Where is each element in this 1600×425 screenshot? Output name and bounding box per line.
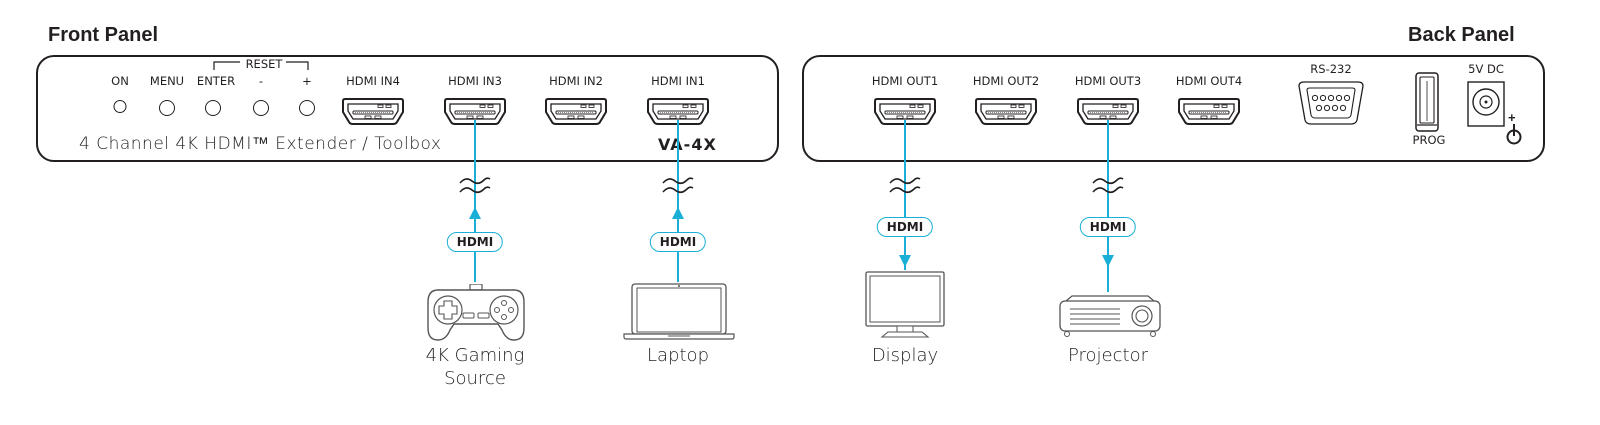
back-panel-title: Back Panel <box>1408 24 1515 46</box>
hdmi-in1-label: HDMI IN1 <box>651 74 705 88</box>
projector-icon <box>1059 295 1161 337</box>
display-icon <box>865 271 945 338</box>
power-polarity: + <box>1508 110 1516 125</box>
plus-label: + <box>302 74 312 88</box>
product-description: 4 Channel 4K HDMI™ Extender / Toolbox <box>79 134 442 154</box>
power-label: 5V DC <box>1468 62 1504 76</box>
hdmi-cable-label: HDMI <box>649 232 707 252</box>
db9-connector-icon <box>1298 81 1364 125</box>
hdmi-out1-label: HDMI OUT1 <box>871 74 939 88</box>
arrow-down-icon <box>899 255 911 267</box>
hdmi-cable-label: HDMI <box>446 232 504 252</box>
hdmi-cable-label: HDMI <box>876 217 934 237</box>
enter-button[interactable] <box>205 100 221 116</box>
cable-hdmi-out1 <box>904 120 906 270</box>
arrow-up-icon <box>672 207 684 219</box>
cable-break-icon <box>662 177 694 194</box>
cable-break-icon <box>1092 177 1124 194</box>
minus-label: - <box>258 74 264 88</box>
hdmi-out3-label: HDMI OUT3 <box>1074 74 1142 88</box>
hdmi-in3-label: HDMI IN3 <box>448 74 502 88</box>
arrow-up-icon <box>469 207 481 219</box>
on-led <box>113 100 127 113</box>
hdmi-out2-port[interactable] <box>974 98 1038 126</box>
gaming-source-label: 4K Gaming Source <box>426 344 525 390</box>
power-symbol-icon <box>1506 124 1522 145</box>
prog-label: PROG <box>1412 133 1446 147</box>
prog-usb-port[interactable] <box>1414 71 1440 133</box>
hdmi-out4-port[interactable] <box>1177 98 1241 126</box>
hdmi-in2-label: HDMI IN2 <box>549 74 603 88</box>
reset-bracket <box>213 61 309 70</box>
enter-label: ENTER <box>196 74 236 88</box>
laptop-label: Laptop <box>647 345 709 366</box>
projector-label: Projector <box>1068 345 1148 366</box>
display-label: Display <box>871 345 939 366</box>
hdmi-in4-label: HDMI IN4 <box>346 74 400 88</box>
menu-label: MENU <box>149 74 185 88</box>
minus-button[interactable] <box>253 100 269 116</box>
plus-button[interactable] <box>299 100 315 116</box>
cable-hdmi-in1 <box>677 120 679 282</box>
menu-button[interactable] <box>159 100 175 116</box>
cable-break-icon <box>889 177 921 194</box>
hdmi-out4-label: HDMI OUT4 <box>1175 74 1243 88</box>
on-label: ON <box>111 74 129 88</box>
gamepad-icon <box>427 284 525 341</box>
hdmi-out2-label: HDMI OUT2 <box>972 74 1040 88</box>
rs232-port[interactable] <box>1295 80 1367 126</box>
model-name: VA-4X <box>658 135 717 154</box>
cable-hdmi-in3 <box>474 120 476 282</box>
front-panel-title: Front Panel <box>48 24 159 46</box>
hdmi-in2-port[interactable] <box>544 98 608 126</box>
hdmi-cable-label: HDMI <box>1079 217 1137 237</box>
reset-label: RESET <box>245 57 283 71</box>
cable-break-icon <box>459 177 491 194</box>
device-label-line: 4K Gaming <box>425 345 525 366</box>
rs232-label: RS-232 <box>1310 62 1352 76</box>
dc-jack-icon <box>1467 81 1505 127</box>
cable-hdmi-out3 <box>1107 120 1109 292</box>
usb-port-icon <box>1415 72 1439 132</box>
hdmi-in4-port[interactable] <box>341 98 405 126</box>
power-jack[interactable] <box>1466 80 1506 128</box>
device-label-line: Source <box>444 368 506 389</box>
laptop-icon <box>623 283 735 340</box>
arrow-down-icon <box>1102 255 1114 267</box>
